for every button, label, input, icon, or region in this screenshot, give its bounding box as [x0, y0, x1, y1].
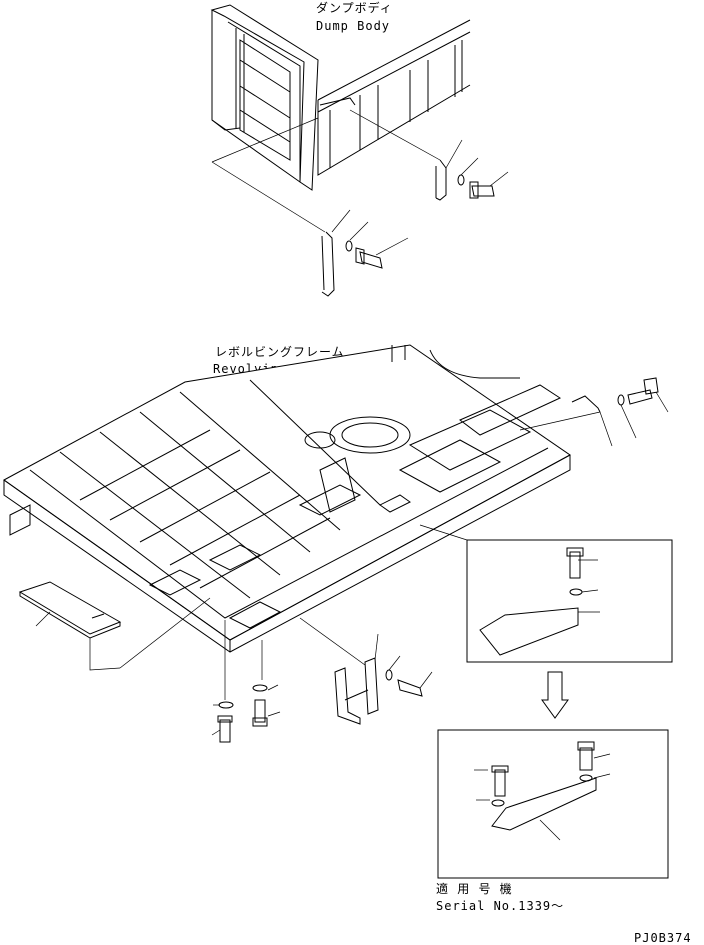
- frame-jp-label: レボルビングフレーム: [215, 345, 345, 359]
- revolving-frame: [3, 344, 571, 653]
- frame-plate-left: [18, 581, 211, 671]
- dump-body-bracket-left: [321, 209, 409, 297]
- drawing-code: PJ0B374: [634, 931, 692, 945]
- dump-body: [210, 4, 471, 233]
- serial-applicability-jp: 適 用 号 機: [436, 881, 513, 896]
- serial-applicability-en: Serial No.1339～: [436, 899, 564, 913]
- dump-body-bracket-right: [435, 139, 509, 201]
- dump-body-en-label: Dump Body: [316, 19, 390, 33]
- dump-body-jp-label: ダンプボディ: [316, 0, 393, 15]
- frame-bracket-right: [519, 377, 669, 447]
- frame-lower-bolts: [211, 620, 281, 743]
- detail-box-serial: [437, 729, 669, 879]
- detail-box-current: [419, 524, 673, 663]
- frame-bracket-lower: [299, 617, 433, 725]
- down-arrow-icon: [541, 671, 569, 719]
